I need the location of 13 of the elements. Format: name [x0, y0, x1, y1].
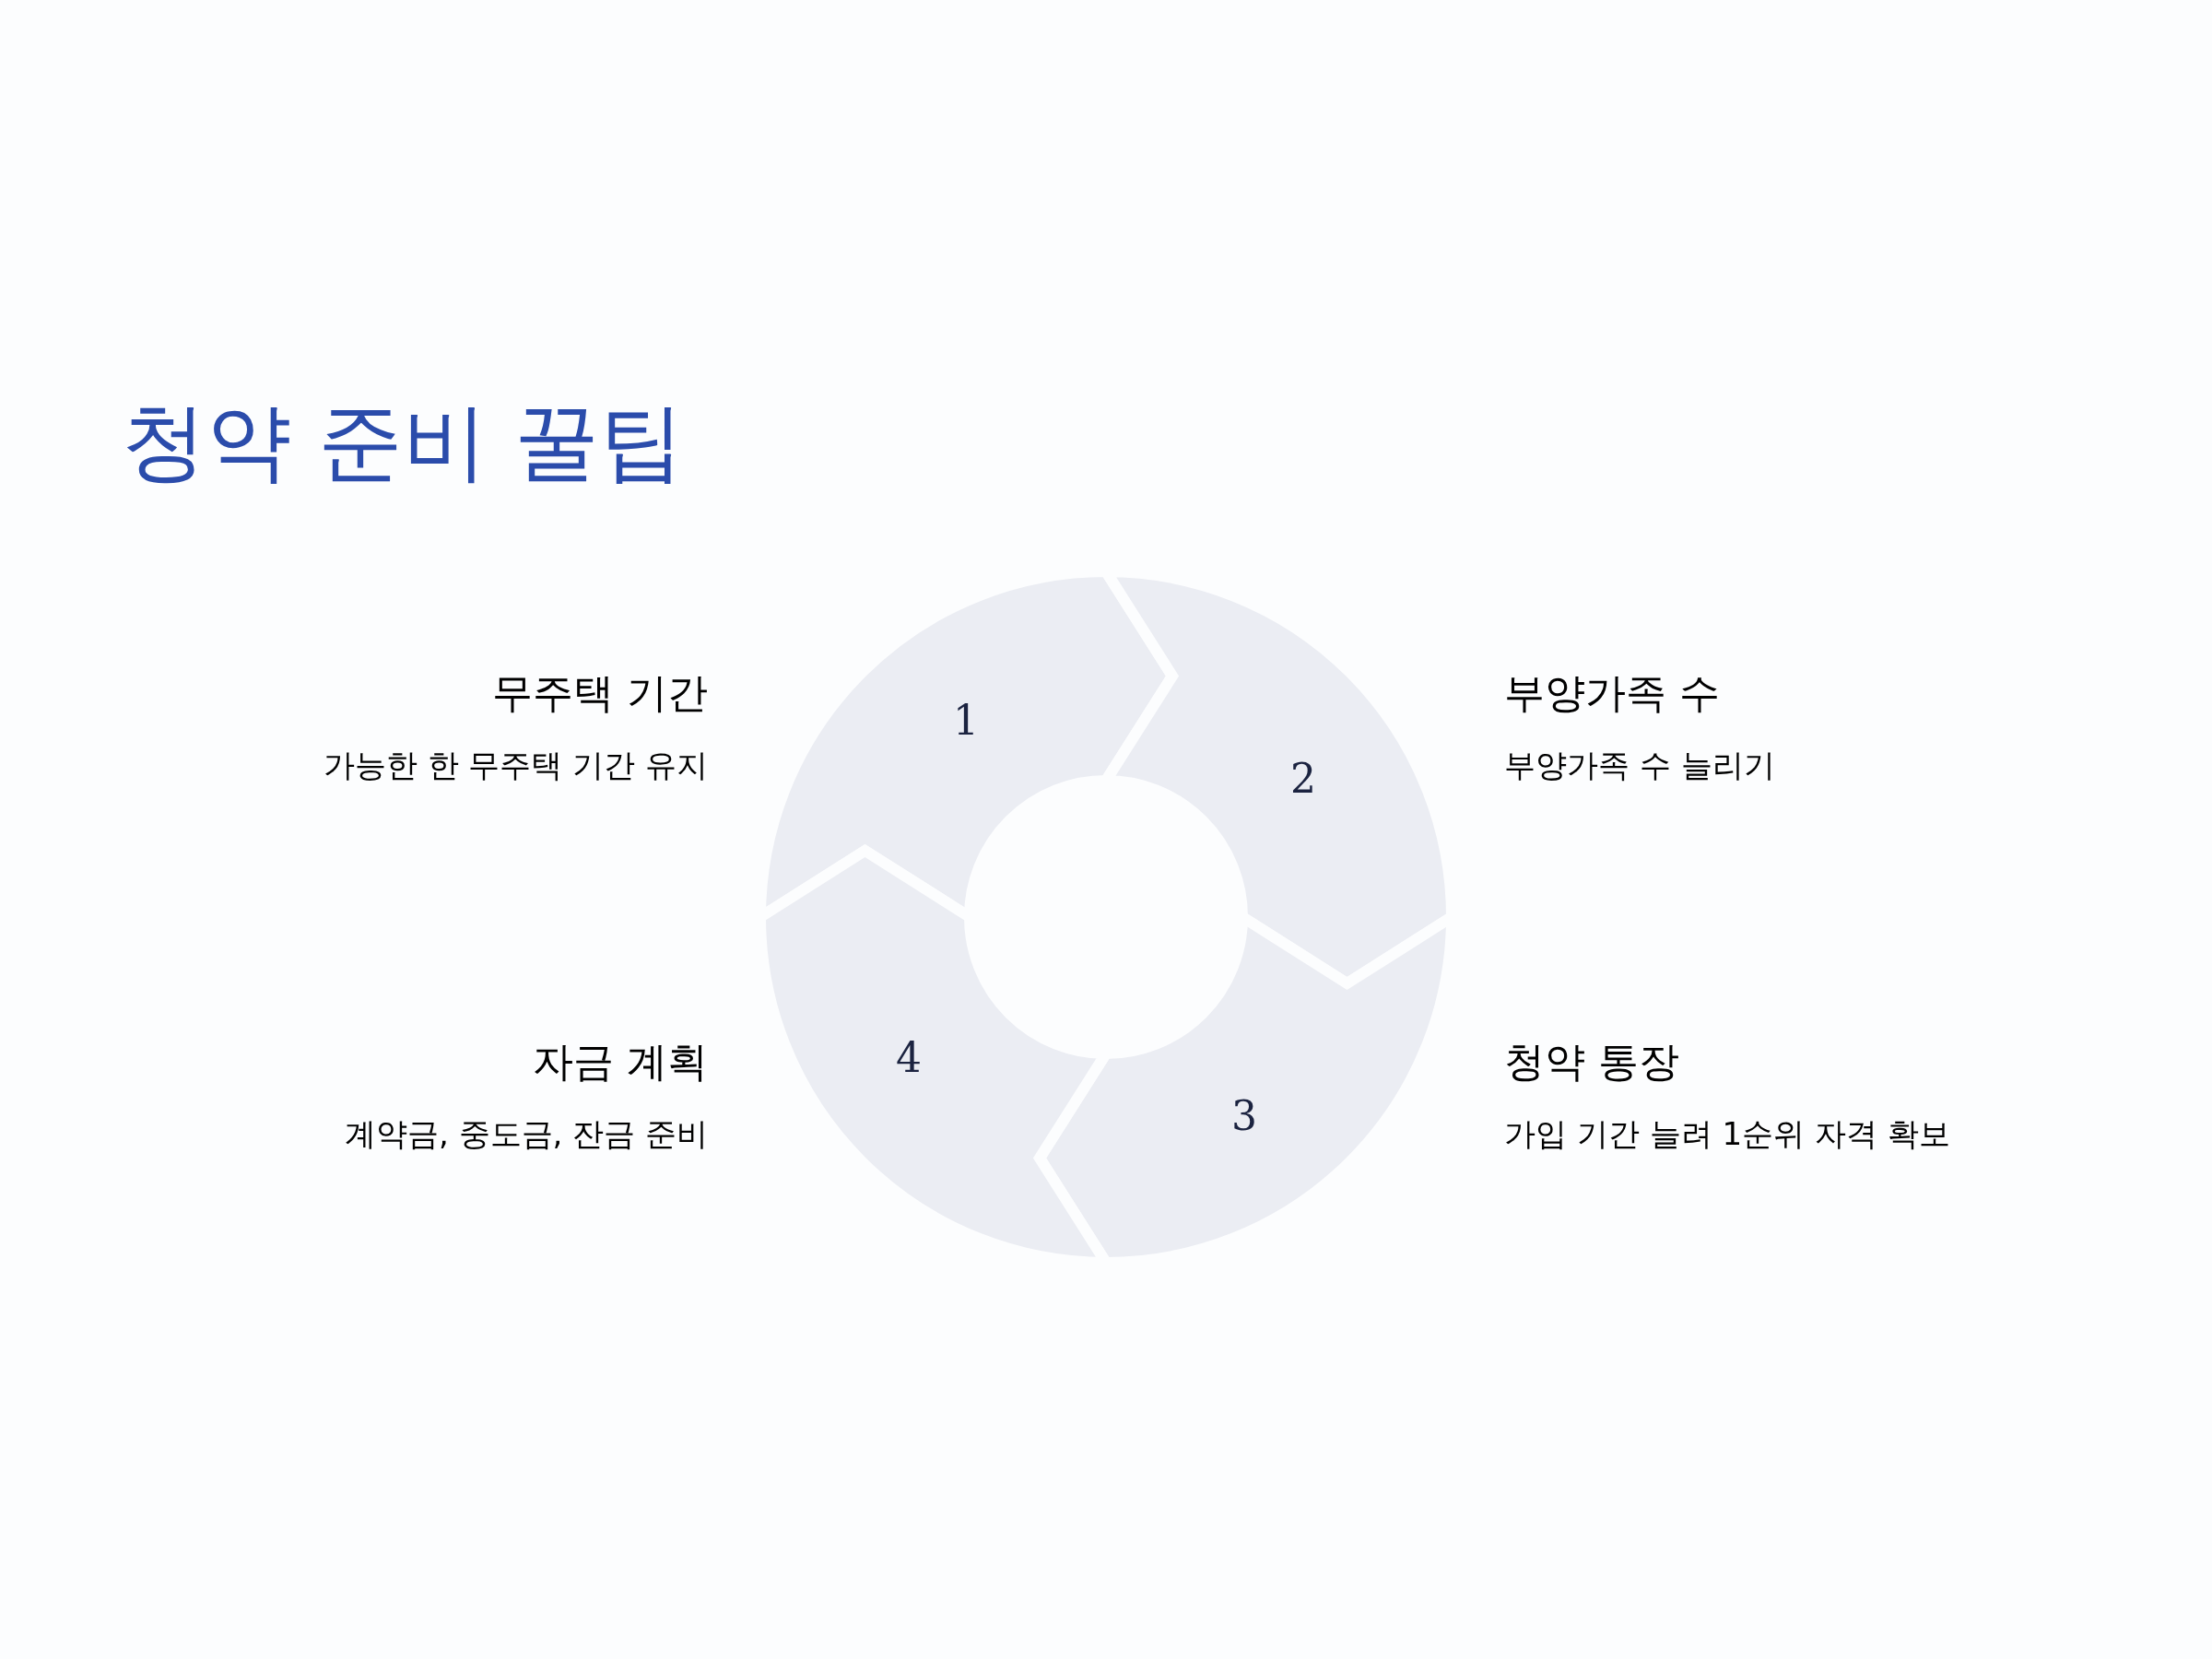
step-description: 가입 기간 늘려 1순위 자격 확보	[1504, 1115, 1950, 1153]
step-description: 가능한 한 무주택 기간 유지	[323, 747, 708, 784]
step-description: 부양가족 수 늘리기	[1504, 747, 1775, 784]
step-description: 계약금, 중도금, 잔금 준비	[344, 1115, 708, 1153]
step-number: 2	[1290, 759, 1316, 799]
step-heading: 청약 통장	[1504, 1038, 1679, 1087]
step-heading: 부양가족 수	[1504, 669, 1720, 718]
step-heading: 자금 계획	[533, 1038, 708, 1087]
step-number: 4	[896, 1038, 922, 1078]
step-number: 1	[953, 700, 979, 741]
step-heading: 무주택 기간	[492, 669, 708, 718]
title: 청약 준비 꿀팁	[122, 392, 685, 493]
step-number: 3	[1231, 1096, 1257, 1136]
